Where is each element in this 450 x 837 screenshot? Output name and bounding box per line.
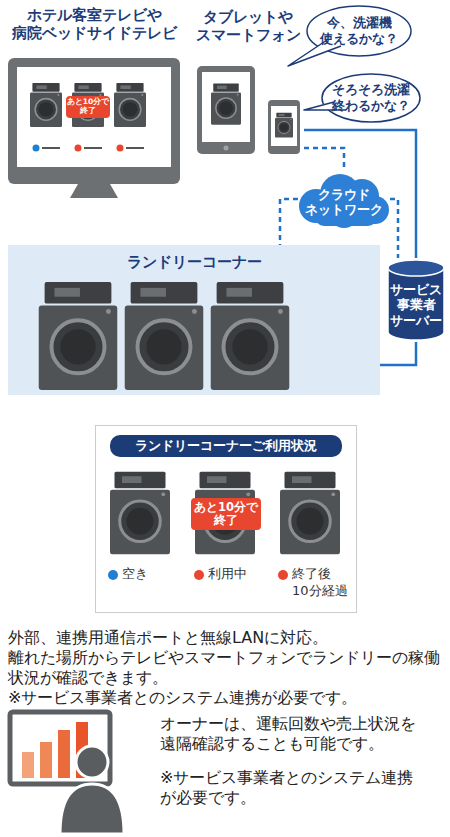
tv-stand bbox=[70, 184, 118, 198]
panel-header: ランドリーコーナーご利用状況 bbox=[110, 435, 342, 457]
network-link bbox=[390, 199, 398, 258]
note-text: オーナーは、運転回数や売上状況を遠隔確認することも可能です。 bbox=[160, 714, 424, 754]
server-text: サービス 事業者 サーバー bbox=[386, 282, 446, 329]
status-dot bbox=[33, 145, 40, 152]
chart-bar bbox=[76, 722, 88, 778]
cloud-shape bbox=[299, 174, 389, 228]
wired-link bbox=[380, 342, 416, 365]
chart-bar bbox=[22, 752, 34, 778]
status-badge: あと10分で 終了 bbox=[191, 498, 261, 530]
legend-text: 利用中 bbox=[208, 566, 270, 583]
server-cylinder: サービス 事業者 サーバー bbox=[386, 258, 446, 342]
chart-bar bbox=[58, 730, 70, 778]
tv-group: ホテル客室テレビや 病院ベッドサイドテレビあと10分で 終了 bbox=[6, 6, 182, 198]
status-bar bbox=[42, 147, 60, 149]
tv-screen bbox=[17, 67, 171, 167]
status-dot bbox=[117, 145, 124, 152]
note-text: ※サービス事業者とのシステム連携が必要です。 bbox=[160, 768, 424, 808]
speech-bubble: そろそろ洗濯 終わるかな？ bbox=[320, 72, 422, 124]
speech-bubble: 今、洗濯機 使えるかな？ bbox=[305, 4, 413, 58]
status-dot bbox=[75, 145, 82, 152]
owner-monitor bbox=[10, 712, 110, 784]
washer-icon bbox=[30, 83, 62, 127]
status-bar bbox=[126, 147, 144, 149]
tablet-button bbox=[224, 146, 229, 151]
badge-text: あと10分で 終了 bbox=[66, 98, 110, 115]
legend-swatch bbox=[194, 570, 204, 580]
legend-text: 終了後 10分経過 bbox=[292, 566, 354, 600]
legend-item: 終了後 10分経過 bbox=[278, 566, 356, 600]
note-text: 外部、連携用通信ポートと無線LANに対応。 bbox=[8, 628, 446, 648]
tablet-body bbox=[197, 66, 255, 154]
cloud-text: クラウド ネットワーク bbox=[298, 187, 390, 217]
group-heading: タブレットや スマートフォン bbox=[192, 8, 304, 44]
laundry-corner-band: ランドリーコーナー bbox=[8, 245, 380, 395]
status-bar bbox=[84, 147, 102, 149]
badge-text: あと10分で 終了 bbox=[191, 501, 261, 527]
tablet-screen bbox=[202, 72, 250, 142]
bubble-text: そろそろ洗濯 終わるかな？ bbox=[320, 82, 422, 113]
washer-icon bbox=[275, 113, 293, 138]
text-block: オーナーは、運転回数や売上状況を遠隔確認することも可能です。 ※サービス事業者との… bbox=[160, 714, 424, 822]
note-text: 離れた場所からテレビやスマートフォンでランドリーの稼働状況が確認できます。 bbox=[8, 648, 446, 688]
cylinder-top bbox=[388, 260, 444, 276]
legend-text: 空き bbox=[122, 566, 184, 583]
text-block: 外部、連携用通信ポートと無線LANに対応。離れた場所からテレビやスマートフォンで… bbox=[8, 628, 446, 708]
legend-swatch bbox=[278, 570, 288, 580]
group-heading: ホテル客室テレビや 病院ベッドサイドテレビ bbox=[6, 6, 182, 42]
note-text: ※サービス事業者とのシステム連携が必要です。 bbox=[8, 688, 446, 708]
owner-head bbox=[76, 746, 108, 778]
phone-body bbox=[268, 100, 300, 154]
chart-bar bbox=[40, 742, 52, 778]
bubble-text: 今、洗濯機 使えるかな？ bbox=[305, 15, 413, 46]
network-link bbox=[304, 148, 344, 170]
status-badge: あと10分で 終了 bbox=[66, 96, 110, 118]
owner-body bbox=[60, 784, 124, 834]
washer-icon bbox=[211, 83, 241, 124]
legend-item: 空き bbox=[108, 566, 188, 583]
cloud-network: クラウド ネットワーク bbox=[298, 170, 390, 228]
washer-icon bbox=[114, 83, 146, 127]
legend-item: 利用中 bbox=[194, 566, 274, 583]
band-heading: ランドリーコーナー bbox=[127, 253, 262, 272]
legend-swatch bbox=[108, 570, 118, 580]
phone-screen bbox=[271, 106, 297, 146]
network-link bbox=[280, 199, 298, 245]
device-group: タブレットや スマートフォン bbox=[192, 8, 304, 165]
tv-bezel bbox=[8, 58, 180, 184]
